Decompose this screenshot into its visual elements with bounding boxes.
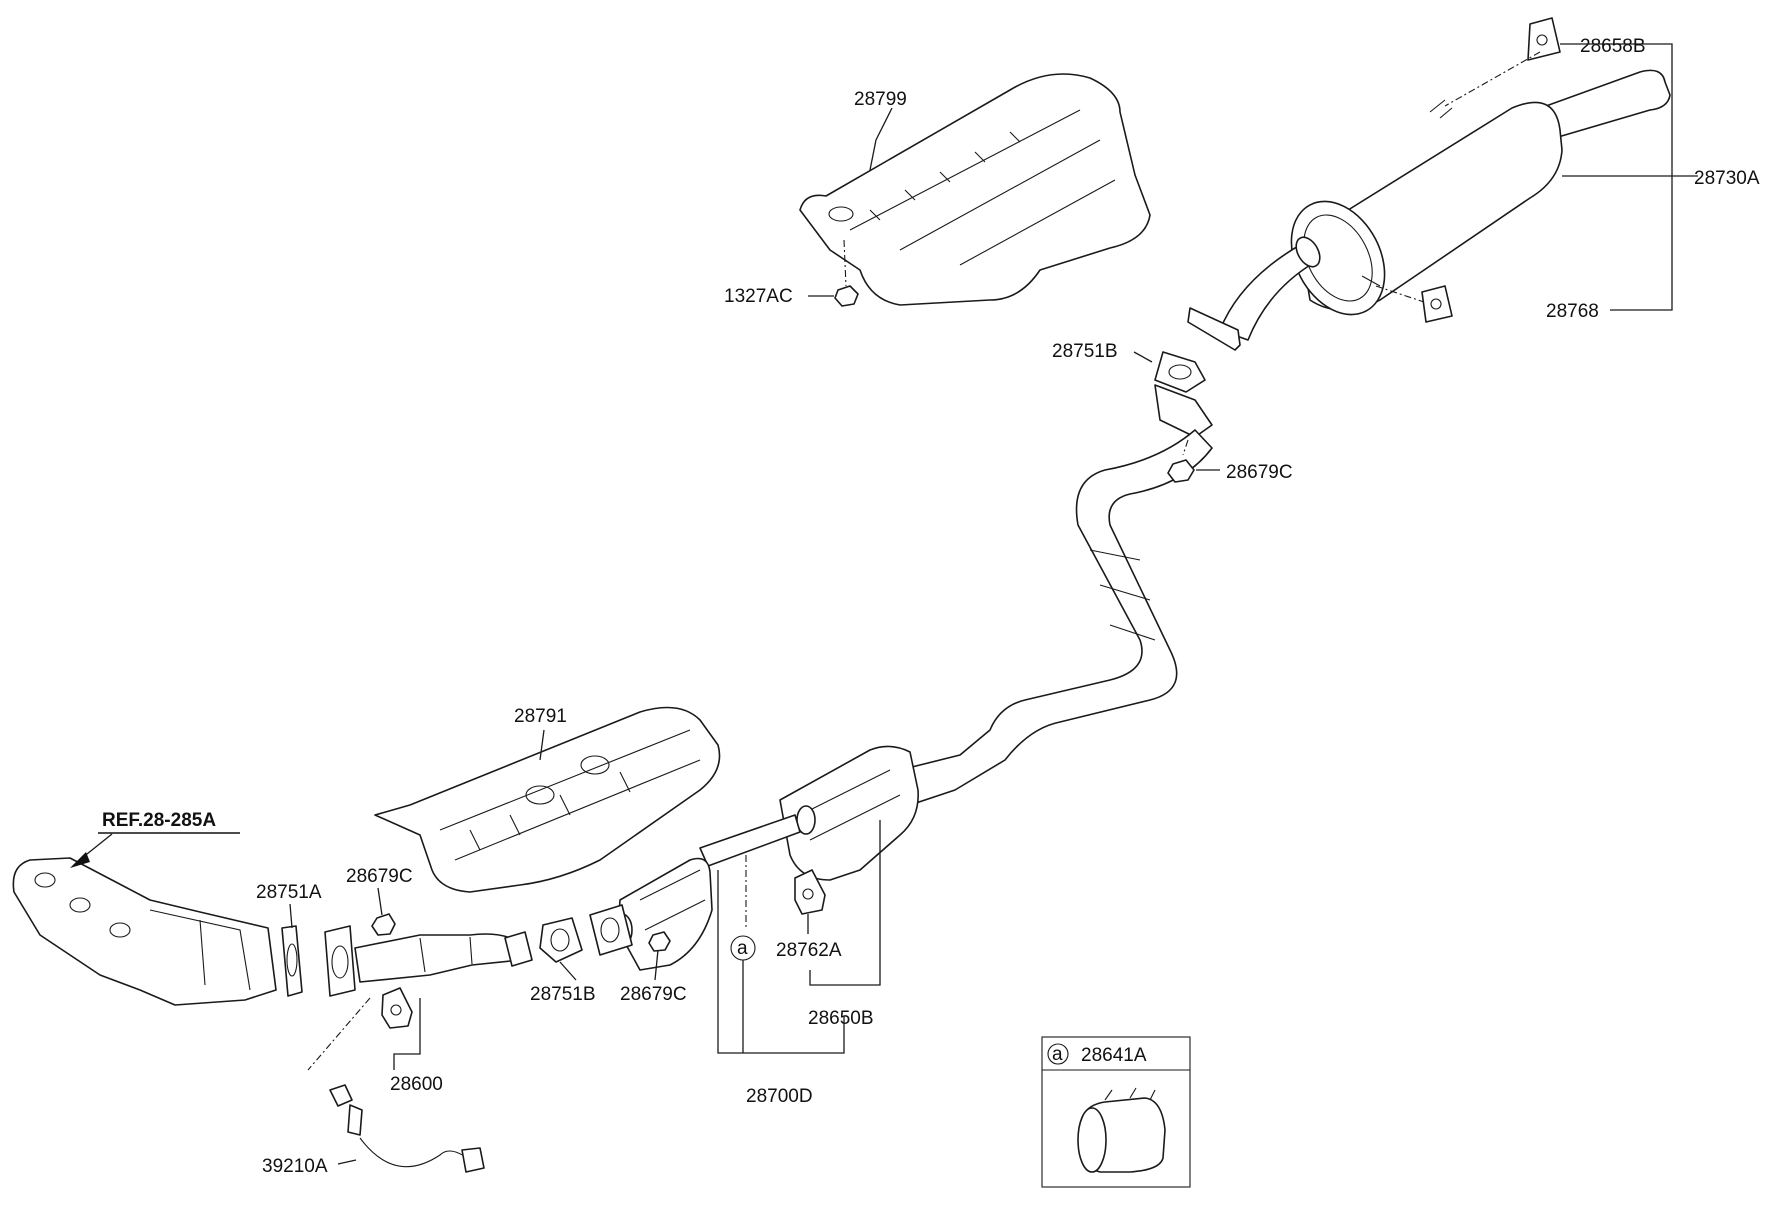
label-1327AC: 1327AC	[724, 286, 793, 307]
label-28751B-top: 28751B	[1052, 341, 1118, 362]
muffler-assembly	[1187, 69, 1671, 351]
label-28679C-middle: 28679C	[620, 984, 687, 1005]
heat-protector-28791	[374, 706, 721, 893]
label-28768: 28768	[1546, 301, 1599, 322]
label-ref-28-285A: REF.28-285A	[102, 810, 216, 831]
label-28679C-left: 28679C	[346, 866, 413, 887]
rubber-hanger-28600	[381, 987, 413, 1029]
label-28762A: 28762A	[776, 940, 842, 961]
label-28730A: 28730A	[1694, 168, 1760, 189]
catalytic-converter-28650B	[699, 745, 919, 881]
front-pipe-28600	[324, 925, 533, 997]
nut-1327AC	[834, 285, 859, 307]
label-28679C-right: 28679C	[1226, 462, 1293, 483]
heat-protector-28799	[799, 73, 1151, 306]
label-28658B: 28658B	[1580, 36, 1646, 57]
label-28791: 28791	[514, 706, 567, 727]
clamp-callout-box	[1041, 1036, 1191, 1188]
main-exhaust-pipe	[844, 351, 1213, 816]
clamp-callout-letter: a	[1052, 1044, 1063, 1065]
label-28751B-middle: 28751B	[530, 984, 596, 1005]
rubber-hanger-28768	[1421, 285, 1453, 323]
label-28751A: 28751A	[256, 882, 322, 903]
label-28799: 28799	[854, 89, 907, 110]
label-39210A: 39210A	[262, 1156, 328, 1177]
gasket-28751B-middle	[539, 917, 583, 963]
callout-letter-a: a	[737, 938, 748, 959]
bolt-28679C-left	[371, 913, 396, 936]
gasket-28751A	[281, 925, 303, 997]
oxygen-sensor-39210A	[307, 997, 485, 1173]
label-28600: 28600	[390, 1074, 443, 1095]
label-28641A: 28641A	[1081, 1045, 1147, 1066]
rubber-hanger-28762A	[794, 869, 826, 915]
label-28700D: 28700D	[746, 1086, 813, 1107]
rubber-hanger-28658B	[1527, 17, 1561, 61]
label-28650B: 28650B	[808, 1008, 874, 1029]
center-pipe-converter	[589, 857, 713, 971]
exhaust-manifold-ref	[12, 857, 277, 1006]
nut-28679C-right	[1167, 459, 1195, 483]
nut-28679C-middle	[648, 931, 671, 952]
